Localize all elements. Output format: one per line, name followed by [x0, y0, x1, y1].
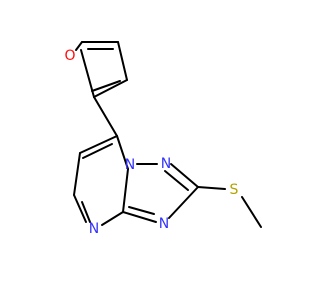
bond	[164, 170, 189, 191]
bond	[73, 152, 81, 196]
sulfur-atom: S	[230, 182, 239, 198]
nitrogen-atom: N	[125, 157, 135, 173]
bond	[241, 196, 262, 228]
bond	[116, 135, 129, 170]
molecule-canvas: O N N N N S	[64, 41, 262, 237]
bond	[81, 201, 91, 223]
bond	[93, 96, 118, 137]
bond	[170, 163, 199, 188]
nitrogen-atom: N	[159, 216, 169, 232]
oxygen-atom: O	[64, 48, 75, 64]
bond	[79, 135, 118, 154]
furan-ring	[75, 41, 128, 98]
bond	[197, 186, 226, 190]
bond	[168, 186, 199, 219]
bond	[75, 41, 83, 51]
triazole-ring	[122, 163, 199, 223]
bond	[117, 41, 128, 81]
bond	[73, 194, 87, 223]
bond	[80, 49, 95, 98]
bond	[91, 80, 121, 92]
bond	[128, 206, 155, 215]
bond	[101, 211, 124, 226]
nitrogen-atom: N	[161, 156, 171, 172]
bond	[93, 79, 128, 98]
thiomethyl-group	[197, 186, 262, 228]
bond	[82, 143, 113, 159]
nitrogen-atom: N	[89, 221, 99, 237]
bond	[122, 168, 129, 213]
bond	[122, 211, 157, 223]
structure-diagram: O N N N N S	[64, 41, 262, 237]
pyrimidine-ring	[73, 135, 129, 226]
